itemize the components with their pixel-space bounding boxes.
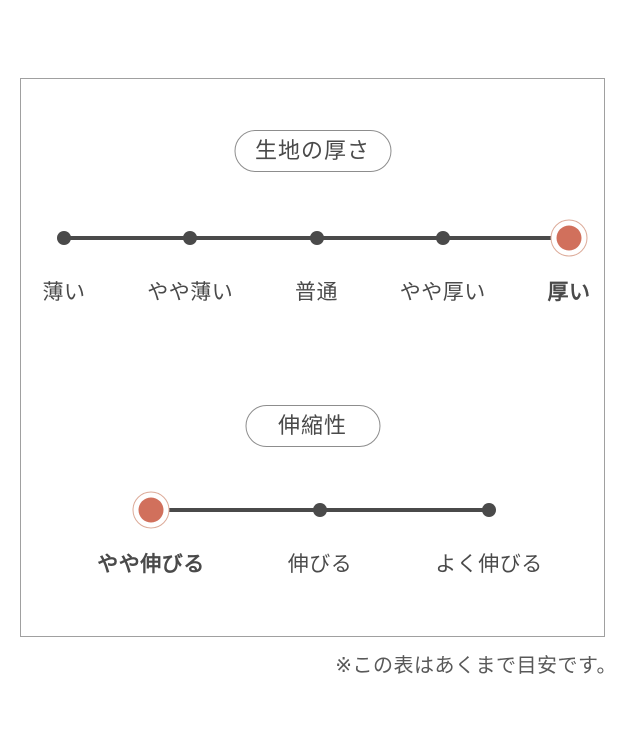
thickness-title: 生地の厚さ — [254, 138, 371, 163]
stop-label: やや厚い — [399, 281, 486, 304]
thickness-title-pill: 生地の厚さ — [233, 130, 392, 172]
stop-label: やや薄い — [147, 281, 234, 304]
thickness-scale: 薄い やや薄い 普通 やや厚い 厚い — [43, 219, 590, 329]
selected-dot-marker — [132, 491, 170, 529]
disclaimer-note: ※この表はあくまで目安です。 — [335, 655, 617, 677]
selected-dot-marker — [550, 219, 588, 257]
stop-label-selected: やや伸びる — [97, 553, 205, 576]
stop-label: 薄い — [42, 281, 86, 304]
stretch-title: 伸縮性 — [277, 413, 348, 438]
stretch-title-pill: 伸縮性 — [244, 405, 381, 447]
scale-dot — [313, 503, 327, 517]
stop-label-selected: 厚い — [547, 281, 591, 304]
scale-dot — [309, 231, 324, 245]
stop-label: よく伸びる — [435, 553, 543, 576]
scale-dot — [183, 231, 198, 245]
stop-label: 普通 — [295, 281, 338, 304]
scale-dot — [482, 503, 496, 517]
stop-label: 伸びる — [287, 553, 353, 576]
stretch-scale: やや伸びる 伸びる よく伸びる — [97, 491, 542, 601]
spec-panel: 生地の厚さ 薄い やや薄い 普通 やや厚い 厚い 伸縮性 やや伸びる 伸びる よ… — [20, 78, 605, 637]
scale-dot — [435, 231, 450, 245]
scale-dot — [57, 231, 71, 245]
